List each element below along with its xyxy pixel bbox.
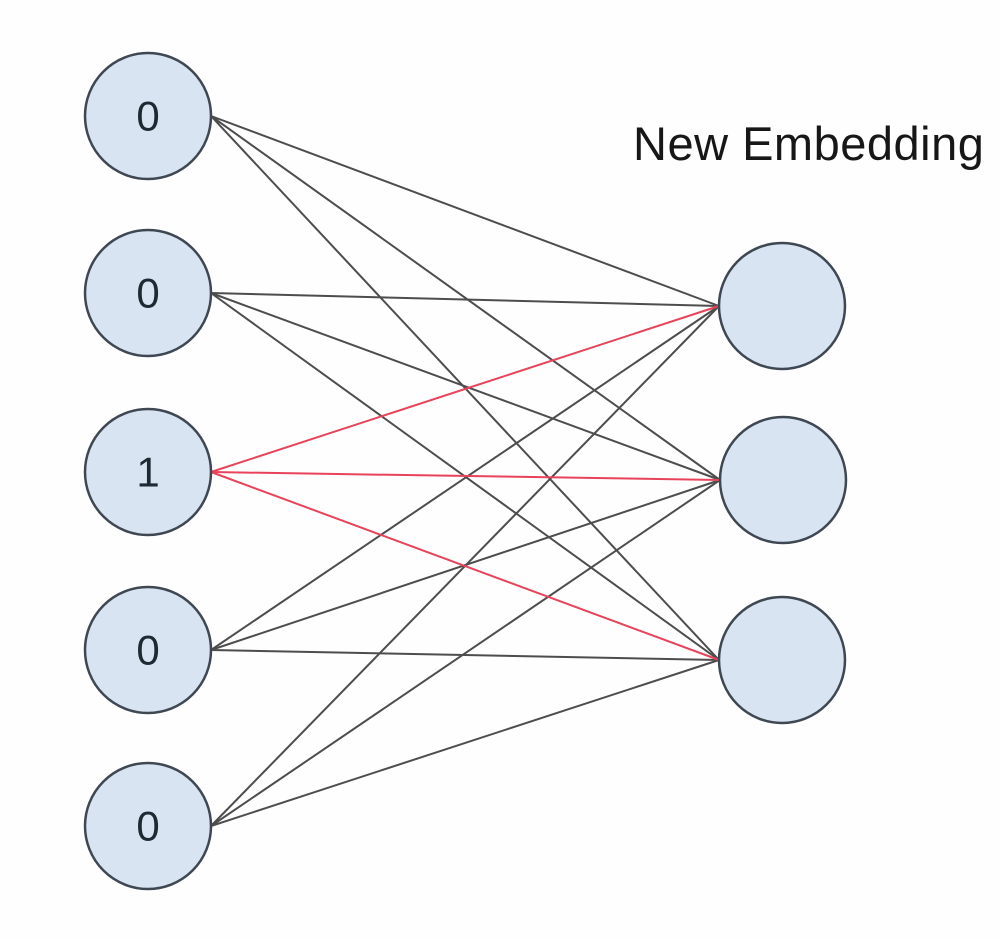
- input-node: [83, 51, 213, 181]
- node-label: 0: [136, 93, 159, 140]
- output-node: [718, 415, 848, 545]
- output-node: [717, 595, 847, 725]
- edge-highlighted: [210, 471, 721, 481]
- node-label: 1: [136, 449, 159, 496]
- node-label: 0: [136, 627, 159, 674]
- diagram-title: New Embedding: [633, 117, 985, 170]
- edge: [210, 115, 721, 481]
- input-node: [83, 761, 213, 891]
- node-label: 0: [136, 803, 159, 850]
- edge-highlighted: [210, 471, 720, 661]
- node-label: 0: [136, 270, 159, 317]
- input-node: [83, 407, 213, 537]
- edge: [210, 659, 720, 827]
- edge: [210, 292, 721, 481]
- edge: [210, 649, 720, 661]
- output-node: [717, 241, 847, 371]
- edge: [210, 305, 720, 651]
- edge: [210, 479, 721, 827]
- input-node: [83, 585, 213, 715]
- edge: [210, 115, 720, 307]
- edge: [210, 292, 720, 307]
- edge-highlighted: [210, 305, 720, 473]
- input-node: [83, 228, 213, 358]
